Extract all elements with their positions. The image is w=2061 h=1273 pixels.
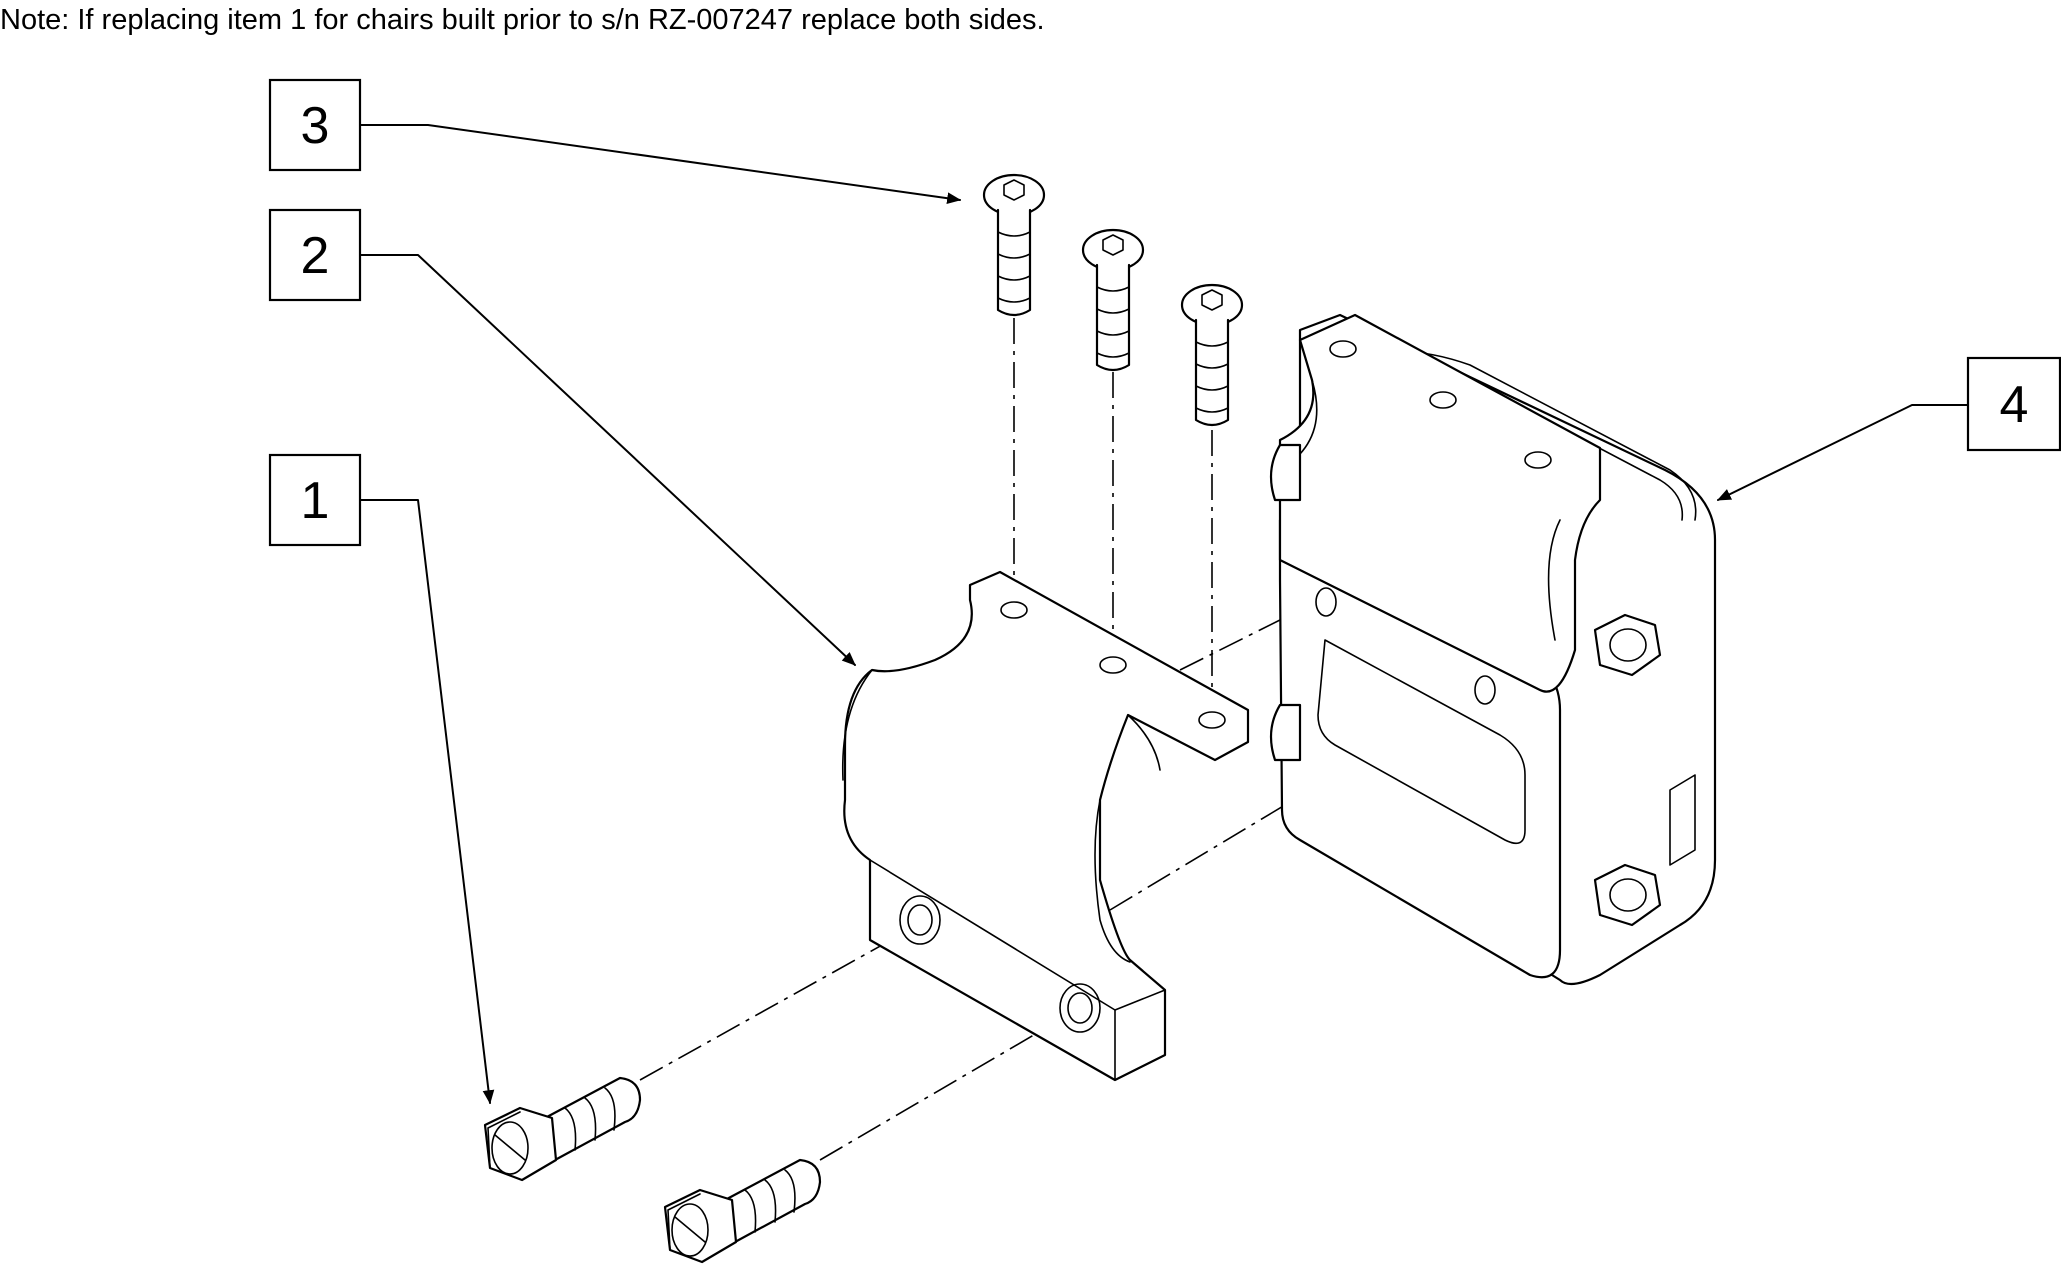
callout-1-label: 1	[301, 472, 330, 530]
callout-1[interactable]: 1	[268, 453, 495, 1105]
callout-4-label: 4	[2000, 376, 2029, 434]
hex-bolt-icon	[483, 1076, 822, 1264]
callout-2-label: 2	[301, 227, 330, 285]
diagram-note: Note: If replacing item 1 for chairs bui…	[0, 4, 1045, 36]
button-head-screw-icon	[982, 173, 1244, 427]
callout-3[interactable]: 3	[268, 78, 962, 204]
mounting-clamp-icon	[841, 570, 1250, 1082]
callout-3-label: 3	[301, 97, 330, 155]
frame-bracket-icon	[1269, 313, 1717, 986]
callout-4[interactable]: 4	[1716, 356, 2061, 501]
callout-2[interactable]: 2	[268, 208, 856, 666]
